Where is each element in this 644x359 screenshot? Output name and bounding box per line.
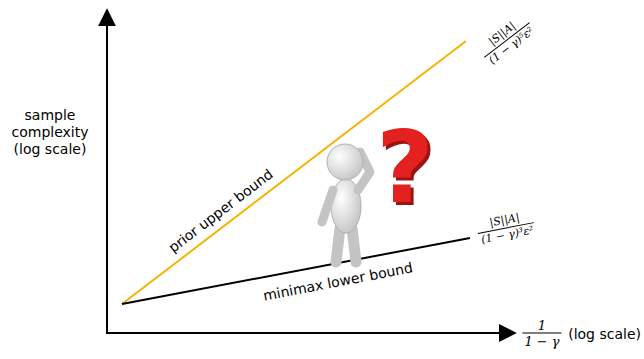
fraction-denominator: 1 − γ bbox=[522, 334, 561, 349]
axis-note: (log scale) bbox=[14, 141, 87, 158]
x-axis-fraction: 11 − γ bbox=[522, 318, 561, 349]
fraction-numerator: 1 bbox=[522, 318, 561, 334]
axis-note: (log scale) bbox=[568, 326, 641, 343]
upper-curve-label: prior upper bound bbox=[165, 166, 276, 257]
thinking-figure bbox=[322, 144, 370, 262]
curve-label: prior upper bound bbox=[165, 166, 276, 257]
upper-bound-line bbox=[122, 41, 466, 304]
question-mark-glyph: ? bbox=[376, 116, 434, 220]
question-mark: ? bbox=[376, 116, 434, 220]
axis-title: sample complexity bbox=[4, 107, 96, 141]
y-axis-title: sample complexity(log scale) bbox=[4, 107, 96, 158]
y-axis bbox=[106, 10, 108, 334]
x-axis-scale-note: (log scale) bbox=[568, 326, 641, 343]
lower-formula: |S||A|(1 − γ)³ε² bbox=[475, 208, 537, 247]
upper-formula: |S||A|(1 − γ)⁵ε² bbox=[476, 11, 539, 69]
x-axis bbox=[106, 332, 515, 334]
